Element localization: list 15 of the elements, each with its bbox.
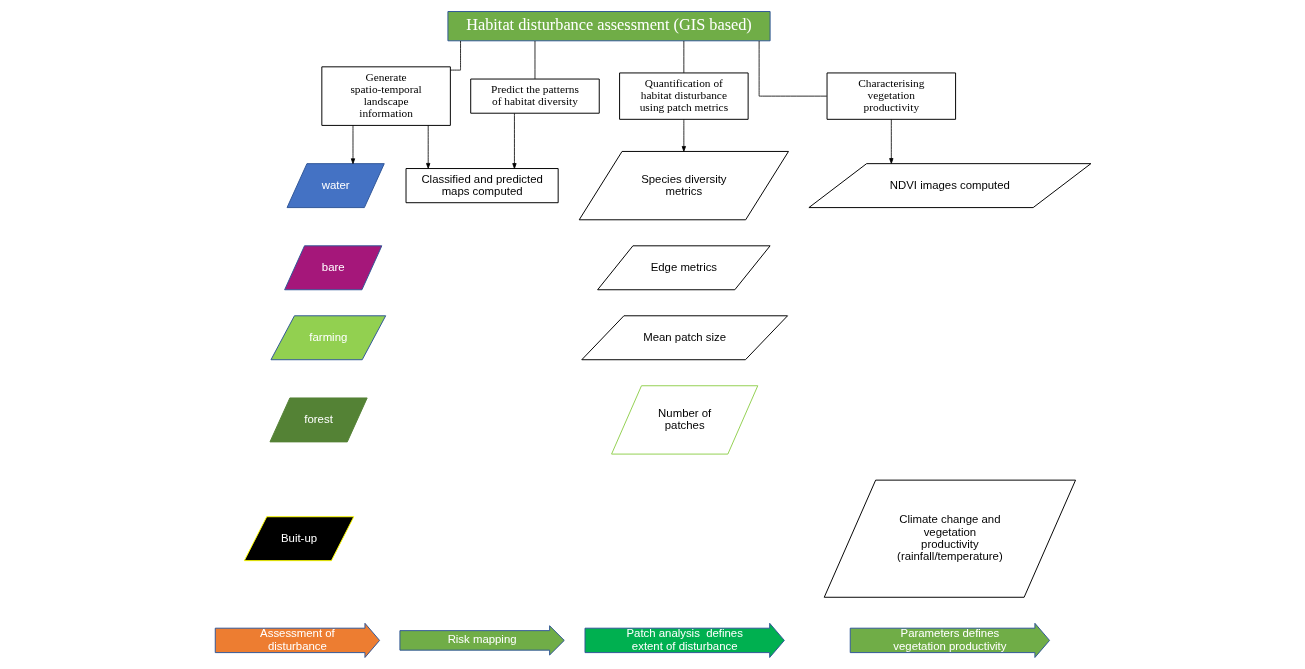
arrow — [511, 113, 517, 169]
node-box: Classified and predicted maps computed — [405, 168, 559, 204]
node-box: Quantification of habitat disturbance using patch metrics — [618, 72, 749, 120]
node-box: Generate spatio-temporal landscape information — [320, 66, 451, 126]
arrow — [888, 119, 893, 164]
node-box: Predict the patterns of habitat diversity — [469, 78, 600, 114]
arrow — [425, 125, 430, 169]
connector — [449, 40, 461, 71]
connector — [758, 40, 827, 97]
connector — [534, 40, 535, 80]
arrow — [350, 125, 355, 165]
node-box: Habitat disturbance assessment (GIS based) — [446, 11, 771, 42]
connector — [682, 40, 684, 74]
node-box: Characterising vegetation productivity — [826, 72, 956, 120]
arrow — [681, 119, 686, 152]
